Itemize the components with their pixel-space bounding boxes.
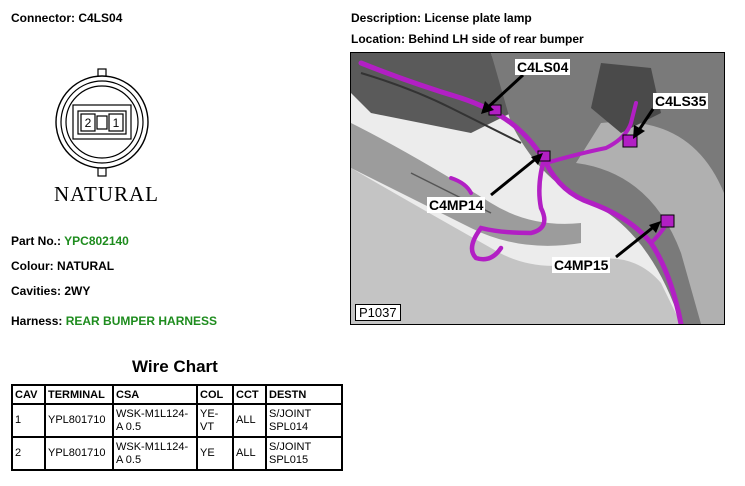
cell-csa: WSK-M1L124-A 0.5	[112, 436, 198, 471]
wire-chart-title: Wire Chart	[132, 357, 218, 376]
cell-cav: 2	[11, 436, 46, 471]
connector-face-drawing: 2 1	[55, 68, 149, 177]
cell-cct: ALL	[232, 403, 267, 438]
location-diagram: C4LS04 C4LS35 C4MP14 C4MP15 P1037	[350, 52, 725, 325]
location-line: Location: Behind LH side of rear bumper	[351, 32, 584, 46]
description-line: Description: License plate lamp	[351, 11, 532, 25]
picture-code: P1037	[355, 304, 401, 321]
harness-line: Harness: REAR BUMPER HARNESS	[11, 314, 217, 328]
pin-label: 2	[85, 116, 92, 130]
connector-colour-caption: NATURAL	[54, 182, 159, 206]
cavity-1	[108, 113, 124, 132]
cell-col: YE	[196, 436, 234, 471]
connector-line: Connector: C4LS04	[11, 11, 122, 25]
callout-c4ls04: C4LS04	[515, 59, 571, 75]
bumper-illustration	[351, 53, 724, 324]
cell-cav: 1	[11, 403, 46, 438]
part-no-label: Part No.:	[11, 234, 62, 248]
description-label: Description:	[351, 11, 422, 25]
part-no-line: Part No.: YPC802140	[11, 234, 129, 248]
location-value: Behind LH side of rear bumper	[408, 32, 584, 46]
header-cct: CCT	[232, 384, 267, 405]
header-cav: CAV	[11, 384, 46, 405]
cell-terminal: YPL801710	[44, 436, 114, 471]
location-label: Location:	[351, 32, 405, 46]
callout-c4ls35: C4LS35	[653, 93, 709, 109]
cell-csa: WSK-M1L124-A 0.5	[112, 403, 198, 438]
cavity-2	[80, 113, 96, 132]
header-terminal: TERMINAL	[44, 384, 114, 405]
table-row: 1 YPL801710 WSK-M1L124-A 0.5 YE-VT ALL S…	[11, 403, 343, 438]
header-csa: CSA	[112, 384, 198, 405]
cell-cct: ALL	[232, 436, 267, 471]
connector-value: C4LS04	[78, 11, 123, 25]
colour-value: NATURAL	[57, 259, 115, 273]
part-no-value: YPC802140	[64, 234, 129, 248]
table-header-row: CAV TERMINAL CSA COL CCT DESTN	[11, 384, 343, 405]
cell-destn: S/JOINT SPL015	[265, 436, 343, 471]
harness-label: Harness:	[11, 314, 63, 328]
colour-line: Colour: NATURAL	[11, 259, 114, 273]
header-col: COL	[196, 384, 234, 405]
table-row: 2 YPL801710 WSK-M1L124-A 0.5 YE ALL S/JO…	[11, 436, 343, 471]
description-value: License plate lamp	[424, 11, 532, 25]
connector-label: Connector:	[11, 11, 75, 25]
callout-c4mp15: C4MP15	[552, 257, 611, 273]
cell-col: YE-VT	[196, 403, 234, 438]
cell-destn: S/JOINT SPL014	[265, 403, 343, 438]
header-destn: DESTN	[265, 384, 343, 405]
callout-c4mp14: C4MP14	[427, 197, 486, 213]
cavities-value: 2WY	[64, 284, 91, 298]
cavities-label: Cavities:	[11, 284, 62, 298]
cell-terminal: YPL801710	[44, 403, 114, 438]
colour-label: Colour:	[11, 259, 54, 273]
harness-value: REAR BUMPER HARNESS	[65, 314, 218, 328]
cavities-line: Cavities: 2WY	[11, 284, 90, 298]
wire-chart-table: CAV TERMINAL CSA COL CCT DESTN 1 YPL8017…	[11, 384, 343, 471]
pin-label: 1	[113, 116, 120, 130]
